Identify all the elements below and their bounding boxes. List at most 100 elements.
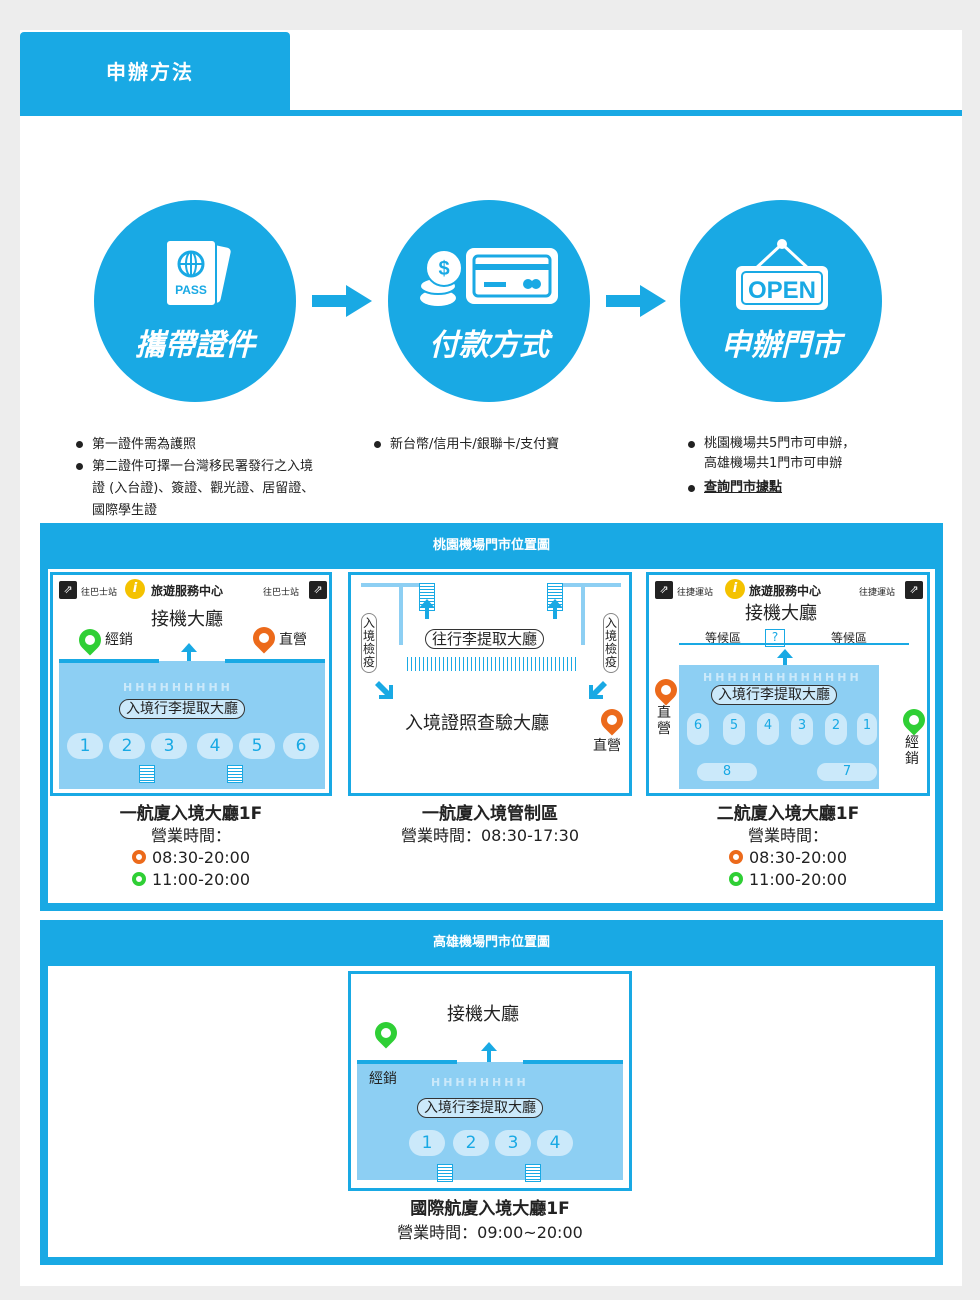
travel-service-center: 旅遊服務中心 <box>749 584 822 598</box>
tab-application-methods[interactable]: 申辦方法 <box>20 32 290 112</box>
step-title-documents: 攜帶證件 <box>135 328 255 363</box>
dealer-label: 經銷 <box>105 632 133 648</box>
wall <box>561 583 621 587</box>
baggage-hall-area <box>59 661 325 789</box>
wall <box>399 585 403 645</box>
arrow-down-left-icon <box>589 681 607 699</box>
kaohsiung-hall-map: 接機大廳 經銷 HHHHHHHH 入境行李提取大廳 1 2 3 4 <box>348 971 632 1191</box>
quarantine-left: 入境檢疫 <box>361 613 377 673</box>
waiting-area-left: 等候區 <box>705 631 742 645</box>
coin-symbol: $ <box>438 258 449 280</box>
hours-orange: 08:30-20:00 <box>646 847 930 869</box>
step-title-stores: 申辦門市 <box>721 328 841 363</box>
belt-8: 8 <box>697 763 757 781</box>
documents-list: 第一證件需為護照 第二證件可擇一台灣移民署發行之入境證 (入台證)、簽證、觀光證… <box>76 434 316 522</box>
up-arrow-stem <box>487 1050 491 1062</box>
arrival-hall-label: 接機大廳 <box>151 609 223 630</box>
hours-green-text: 11:00-20:00 <box>749 870 847 889</box>
belt-7: 7 <box>817 763 877 781</box>
escalator-icon <box>525 1164 541 1182</box>
up-arrow-icon <box>419 599 435 608</box>
gate-barrier <box>407 657 577 671</box>
list-item: 新台幣/信用卡/銀聯卡/支付寶 <box>374 434 614 456</box>
belt-3: 3 <box>151 733 187 759</box>
stores-list: 桃園機場共5門市可申辦， 高雄機場共1門市可申辦 查詢門市據點 <box>688 434 908 498</box>
direct-pin-icon <box>248 622 280 654</box>
hours-label: 營業時間： <box>150 826 231 845</box>
info-icon: i <box>725 579 745 599</box>
location-pin-icon <box>132 872 146 886</box>
direct-pin-icon <box>596 704 628 736</box>
baggage-claim-label: 入境行李提取大廳 <box>119 699 245 719</box>
quarantine-right: 入境檢疫 <box>603 613 619 673</box>
up-arrow-icon <box>481 1042 497 1051</box>
baggage-claim-label: 入境行李提取大廳 <box>711 685 837 705</box>
wall-right <box>225 659 325 663</box>
gate-markers: HHHHHHHHHHHHH <box>703 671 862 684</box>
mrt-icon: ⇗ <box>655 581 673 599</box>
location-pin-icon <box>729 872 743 886</box>
arrival-hall-label: 接機大廳 <box>447 1004 519 1025</box>
t1-hall-caption: 一航廈入境大廳1F 營業時間： 08:30-20:00 11:00-20:00 <box>50 803 332 891</box>
belt-2: 2 <box>109 733 145 759</box>
hours-green: 11:00-20:00 <box>646 869 930 891</box>
step-stores: OPEN 申辦門市 <box>680 200 882 402</box>
tab-underline <box>20 110 962 116</box>
belt-2: 2 <box>825 713 847 745</box>
step-title-payment: 付款方式 <box>429 328 549 363</box>
travel-service-center: 旅遊服務中心 <box>151 584 224 598</box>
kaohsiung-map-title: 高雄機場門市位置圖 <box>432 935 550 950</box>
payment-list: 新台幣/信用卡/銀聯卡/支付寶 <box>374 434 614 456</box>
up-arrow-stem <box>783 657 787 667</box>
belt-1: 1 <box>857 713 877 745</box>
baggage-hall-area <box>357 1062 623 1180</box>
t1-hall-title: 一航廈入境大廳1F <box>119 804 263 824</box>
hours-green: 11:00-20:00 <box>50 869 332 891</box>
escalator-icon <box>139 765 155 783</box>
dealer-label: 經銷 <box>369 1071 397 1087</box>
direct-label: 直營 <box>593 738 621 754</box>
dealer-label-vertical: 經銷 <box>905 735 919 767</box>
t1-control-hours: 營業時間：08:30-17:30 <box>401 826 579 845</box>
belt-4: 4 <box>197 733 233 759</box>
belt-4: 4 <box>757 713 779 745</box>
mrt-icon: ⇗ <box>905 581 923 599</box>
direct-label-vertical: 直營 <box>657 705 671 737</box>
to-bus-left: 往巴士站 <box>81 588 118 598</box>
up-arrow-icon <box>547 599 563 608</box>
up-arrow-stem <box>187 651 191 661</box>
t2-arrival-hall-map: ⇗ 往捷運站 i 旅遊服務中心 往捷運站 ⇗ 接機大廳 等候區 ? 等候區 HH… <box>646 572 930 796</box>
belt-5: 5 <box>723 713 745 745</box>
belt-5: 5 <box>239 733 275 759</box>
hours-orange: 08:30-20:00 <box>50 847 332 869</box>
up-arrow-icon <box>777 649 793 658</box>
gate-markers: HHHHHHHHH <box>123 681 233 694</box>
belt-2: 2 <box>453 1130 489 1156</box>
open-sign-text: OPEN <box>748 277 816 304</box>
wall-left <box>59 659 159 663</box>
location-pin-icon <box>729 850 743 864</box>
info-icon: i <box>125 579 145 599</box>
store-locations-link[interactable]: 查詢門市據點 <box>704 480 783 495</box>
wall-right <box>523 1060 623 1064</box>
gate-markers: HHHHHHHH <box>431 1076 529 1089</box>
arrow-right-icon <box>606 285 666 317</box>
t2-hall-caption: 二航廈入境大廳1F 營業時間： 08:30-20:00 11:00-20:00 <box>646 803 930 891</box>
section-tab-row: 申辦方法 <box>20 32 962 116</box>
stores-line-2: 高雄機場共1門市可申辦 <box>704 456 843 471</box>
wall-left <box>357 1060 457 1064</box>
stores-line-1: 桃園機場共5門市可申辦， <box>704 436 856 451</box>
t1-control-caption: 一航廈入境管制區 營業時間：08:30-17:30 <box>348 803 632 847</box>
kaohsiung-map-block: 高雄機場門市位置圖 接機大廳 經銷 HHHHHHHH 入境行李提取大廳 1 2 … <box>40 920 943 1265</box>
dealer-pin-icon <box>898 704 927 736</box>
direct-pin-icon <box>650 674 682 706</box>
step-payment: $ 付款方式 <box>388 200 590 402</box>
bus-icon: ⇗ <box>59 581 77 599</box>
list-item: 桃園機場共5門市可申辦， 高雄機場共1門市可申辦 <box>688 434 908 474</box>
list-item: 第一證件需為護照 <box>76 434 316 456</box>
t1-arrival-hall-map: ⇗ 往巴士站 i 旅遊服務中心 往巴士站 ⇗ 接機大廳 經銷 直營 HHHHHH… <box>50 572 332 796</box>
taoyuan-map-block: 桃園機場門市位置圖 ⇗ 往巴士站 i 旅遊服務中心 往巴士站 ⇗ 接機大廳 經銷… <box>40 523 943 911</box>
passport-icon: PASS <box>165 239 231 307</box>
to-mrt-left: 往捷運站 <box>677 588 714 598</box>
wall <box>581 585 585 645</box>
